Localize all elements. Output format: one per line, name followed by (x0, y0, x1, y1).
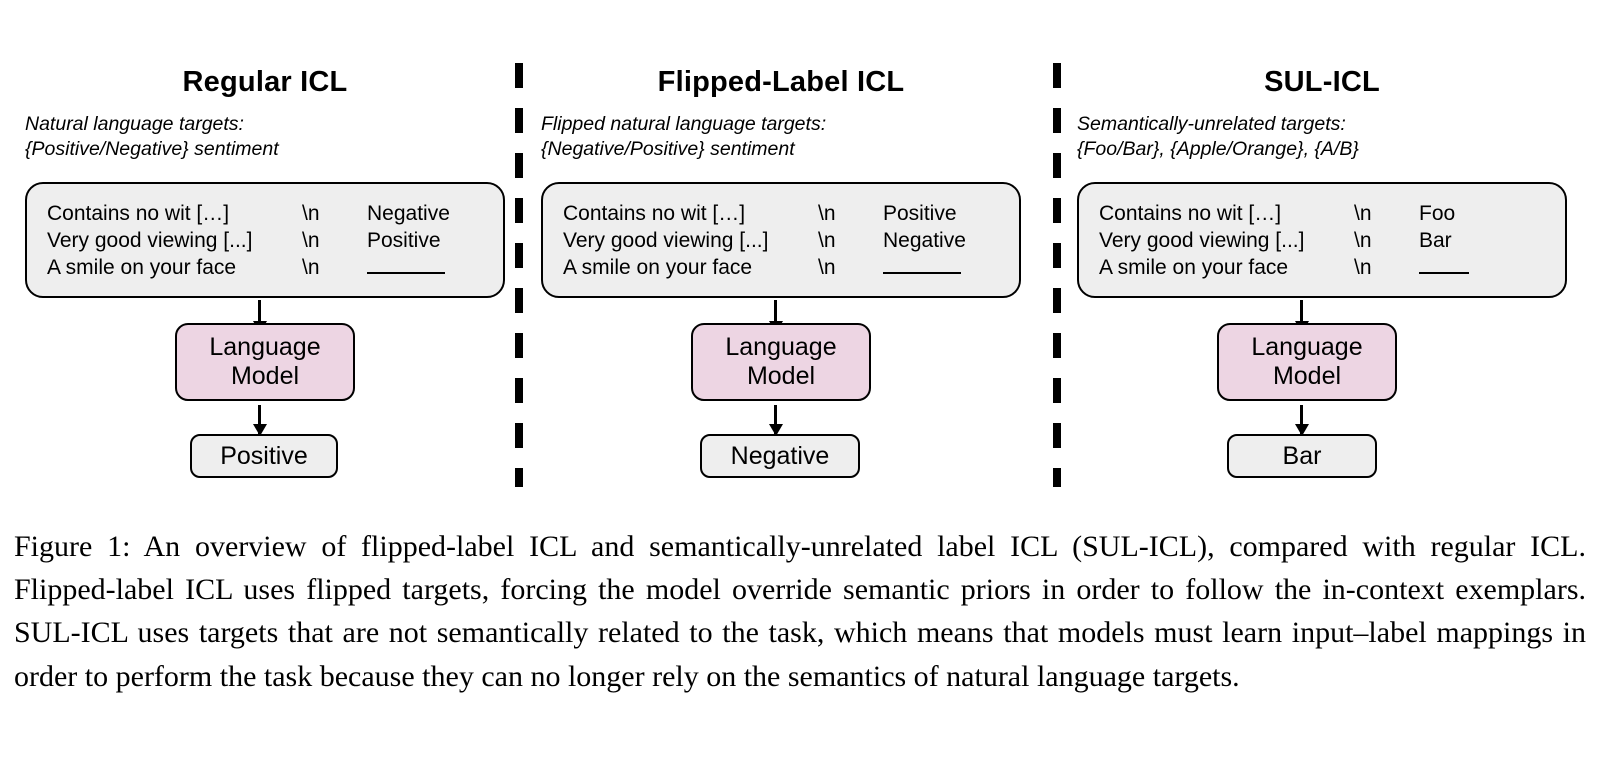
prompt-row: Contains no wit […] \n Negative (47, 200, 495, 227)
prompt-separator: \n (1354, 256, 1372, 279)
prompt-input-text: Very good viewing [...] (563, 229, 769, 252)
panel-title: SUL-ICL (1264, 66, 1380, 98)
prompt-input-text: Contains no wit […] (563, 202, 746, 225)
output-box: Negative (700, 434, 860, 478)
prompt-rows: Contains no wit […] \n Negative Very goo… (47, 200, 495, 281)
output-box: Bar (1227, 434, 1377, 478)
prompt-input-text: A smile on your face (1099, 256, 1289, 279)
prompt-separator: \n (1354, 229, 1372, 252)
language-model-box: Language Model (691, 323, 871, 401)
figure-caption: Figure 1: An overview of flipped-label I… (14, 530, 1586, 693)
prompt-separator: \n (1354, 202, 1372, 225)
arrow-model-to-output-icon (258, 405, 261, 435)
model-label-line-2: Model (230, 362, 300, 390)
arrow-model-to-output-icon (774, 405, 777, 435)
prompt-target-blank (367, 254, 495, 281)
prompt-target-label: Foo (1419, 202, 1456, 225)
prompt-box: Contains no wit […] \n Negative Very goo… (25, 182, 505, 298)
panel-divider-left (515, 63, 523, 487)
model-label-line-1: Language (725, 332, 837, 361)
panel-sul-icl: SUL-ICL Semantically-unrelated targets: … (1072, 60, 1572, 490)
prompt-input-text: A smile on your face (563, 256, 753, 279)
output-box: Positive (190, 434, 338, 478)
prompt-row: Contains no wit […] \n Positive (563, 200, 1011, 227)
prompt-target-label: Positive (883, 202, 957, 225)
prompt-separator: \n (302, 229, 320, 252)
prompt-input-text: Very good viewing [...] (47, 229, 253, 252)
panel-subtitle: Semantically-unrelated targets: {Foo/Bar… (1077, 113, 1359, 160)
prompt-row: A smile on your face \n (47, 254, 495, 281)
prompt-target-blank (1419, 254, 1557, 281)
blank-underline (883, 256, 961, 274)
panel-regular-icl: Regular ICL Natural language targets: {P… (20, 60, 510, 490)
prompt-target-label: Bar (1419, 229, 1452, 252)
prompt-target-label: Negative (367, 202, 450, 225)
prompt-row: Contains no wit […] \n Foo (1099, 200, 1557, 227)
blank-underline (367, 256, 445, 274)
prompt-separator: \n (818, 202, 836, 225)
panel-flipped-label-icl: Flipped-Label ICL Flipped natural langua… (536, 60, 1026, 490)
prompt-box: Contains no wit […] \n Foo Very good vie… (1077, 182, 1567, 298)
prompt-row: Very good viewing [...] \n Positive (47, 227, 495, 254)
arrow-prompt-to-model-icon (258, 300, 261, 332)
model-label-line-1: Language (1251, 332, 1363, 361)
prompt-row: Very good viewing [...] \n Bar (1099, 227, 1557, 254)
prompt-input-text: Contains no wit […] (47, 202, 230, 225)
prompt-input-text: A smile on your face (47, 256, 237, 279)
arrow-prompt-to-model-icon (1300, 300, 1303, 332)
panel-subtitle: Natural language targets: {Positive/Nega… (25, 113, 279, 160)
prompt-separator: \n (302, 256, 320, 279)
prompt-separator: \n (818, 229, 836, 252)
blank-underline (1419, 256, 1469, 274)
prompt-row: Very good viewing [...] \n Negative (563, 227, 1011, 254)
model-label-line-2: Model (1272, 362, 1342, 390)
prompt-box: Contains no wit […] \n Positive Very goo… (541, 182, 1021, 298)
prompt-row: A smile on your face \n (563, 254, 1011, 281)
arrow-prompt-to-model-icon (774, 300, 777, 332)
prompt-separator: \n (302, 202, 320, 225)
language-model-box: Language Model (1217, 323, 1397, 401)
prompt-target-blank (883, 254, 1011, 281)
language-model-box: Language Model (175, 323, 355, 401)
model-label-line-2: Model (746, 362, 816, 390)
prompt-target-label: Positive (367, 229, 441, 252)
panel-divider-right (1053, 63, 1061, 487)
model-label-line-1: Language (209, 332, 321, 361)
prompt-input-text: Contains no wit […] (1099, 202, 1282, 225)
prompt-separator: \n (818, 256, 836, 279)
panel-title: Regular ICL (182, 66, 348, 98)
arrow-model-to-output-icon (1300, 405, 1303, 435)
output-label: Bar (1282, 441, 1322, 470)
prompt-target-label: Negative (883, 229, 966, 252)
prompt-rows: Contains no wit […] \n Positive Very goo… (563, 200, 1011, 281)
panel-title: Flipped-Label ICL (657, 66, 905, 98)
prompt-rows: Contains no wit […] \n Foo Very good vie… (1099, 200, 1557, 281)
panel-subtitle: Flipped natural language targets: {Negat… (541, 113, 827, 160)
prompt-row: A smile on your face \n (1099, 254, 1557, 281)
output-label: Negative (730, 441, 830, 470)
prompt-input-text: Very good viewing [...] (1099, 229, 1305, 252)
output-label: Positive (220, 441, 308, 470)
